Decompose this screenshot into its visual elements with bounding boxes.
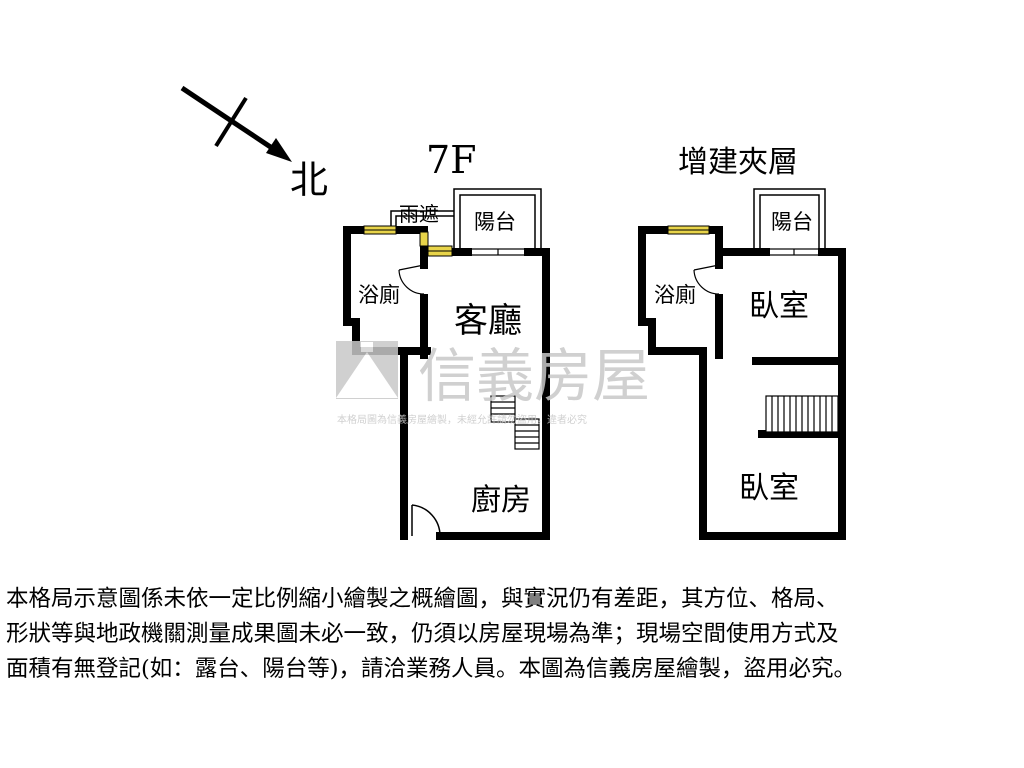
bedroom-label-1: 臥室 bbox=[749, 289, 809, 324]
living-room-label: 客廳 bbox=[454, 301, 522, 341]
windows-mezzanine bbox=[667, 225, 710, 235]
watermark-notice: 本格局圖為信義房屋繪製，未經允許請勿盜用，違者必究 bbox=[337, 413, 587, 426]
disclaimer-line-2: 形狀等與地政機關測量成果圖未必一致，仍須以房屋現場為準；現場空間使用方式及 bbox=[6, 621, 839, 647]
balcony-door-7f bbox=[467, 248, 529, 256]
disclaimer-line-3: 面積有無登記(如：露台、陽台等)，請洽業務人員。本圖為信義房屋繪製，盜用必究。 bbox=[6, 656, 857, 682]
bathroom-label-7f: 浴廁 bbox=[358, 283, 400, 307]
bathroom-door-7f bbox=[398, 264, 425, 295]
balcony-mezzanine bbox=[753, 188, 826, 250]
floor-7f-title: 7F bbox=[426, 138, 477, 182]
windows-7f bbox=[363, 225, 453, 257]
balcony-label-7f: 陽台 bbox=[474, 210, 516, 234]
watermark-logo bbox=[336, 341, 398, 399]
canopy-7f bbox=[390, 210, 454, 226]
bedroom-label-2: 臥室 bbox=[739, 471, 799, 506]
canopy-label-7f: 雨遮 bbox=[399, 202, 439, 226]
north-arrow bbox=[180, 85, 292, 162]
watermark: 信義房屋 本格局圖為信義房屋繪製，未經允許請勿盜用，違者必究 bbox=[336, 341, 650, 426]
balcony-door-mezzanine bbox=[765, 248, 823, 256]
north-label: 北 bbox=[290, 158, 328, 202]
bathroom-label-mezzanine: 浴廁 bbox=[654, 283, 696, 307]
walls-7f bbox=[343, 226, 550, 540]
balcony-7f bbox=[453, 188, 542, 250]
floor-7f-plan bbox=[343, 188, 550, 540]
balcony-label-mezzanine: 陽台 bbox=[771, 210, 813, 234]
walls-mezzanine bbox=[638, 226, 846, 540]
entry-door-7f bbox=[411, 504, 441, 537]
watermark-brand: 信義房屋 bbox=[418, 342, 650, 410]
kitchen-label: 廚房 bbox=[471, 483, 531, 518]
mezzanine-plan bbox=[638, 188, 846, 540]
bathroom-door-mezzanine bbox=[693, 264, 720, 295]
stairs-7f bbox=[490, 395, 540, 450]
disclaimer-text: 本格局示意圖係未依一定比例縮小繪製之概繪圖，與實況仍有差距，其方位、格局、 形狀… bbox=[6, 582, 1021, 687]
disclaimer-line-1: 本格局示意圖係未依一定比例縮小繪製之概繪圖，與實況仍有差距，其方位、格局、 bbox=[6, 586, 839, 612]
mezzanine-title: 增建夾層 bbox=[678, 145, 798, 180]
stairs-mezzanine bbox=[765, 395, 839, 433]
